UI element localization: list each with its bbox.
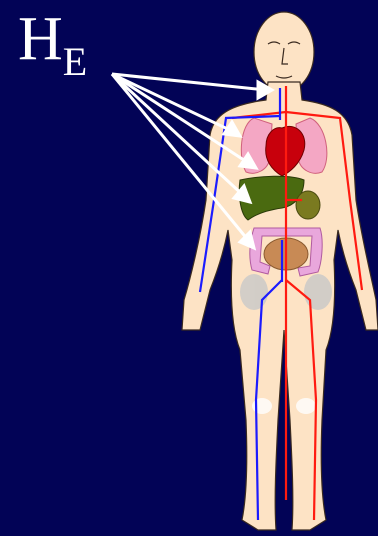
pelvis-right — [304, 274, 332, 310]
knee-right — [296, 398, 316, 414]
stomach — [296, 191, 320, 219]
pelvis-left — [240, 274, 268, 310]
arrow-to-lungs — [112, 74, 234, 132]
